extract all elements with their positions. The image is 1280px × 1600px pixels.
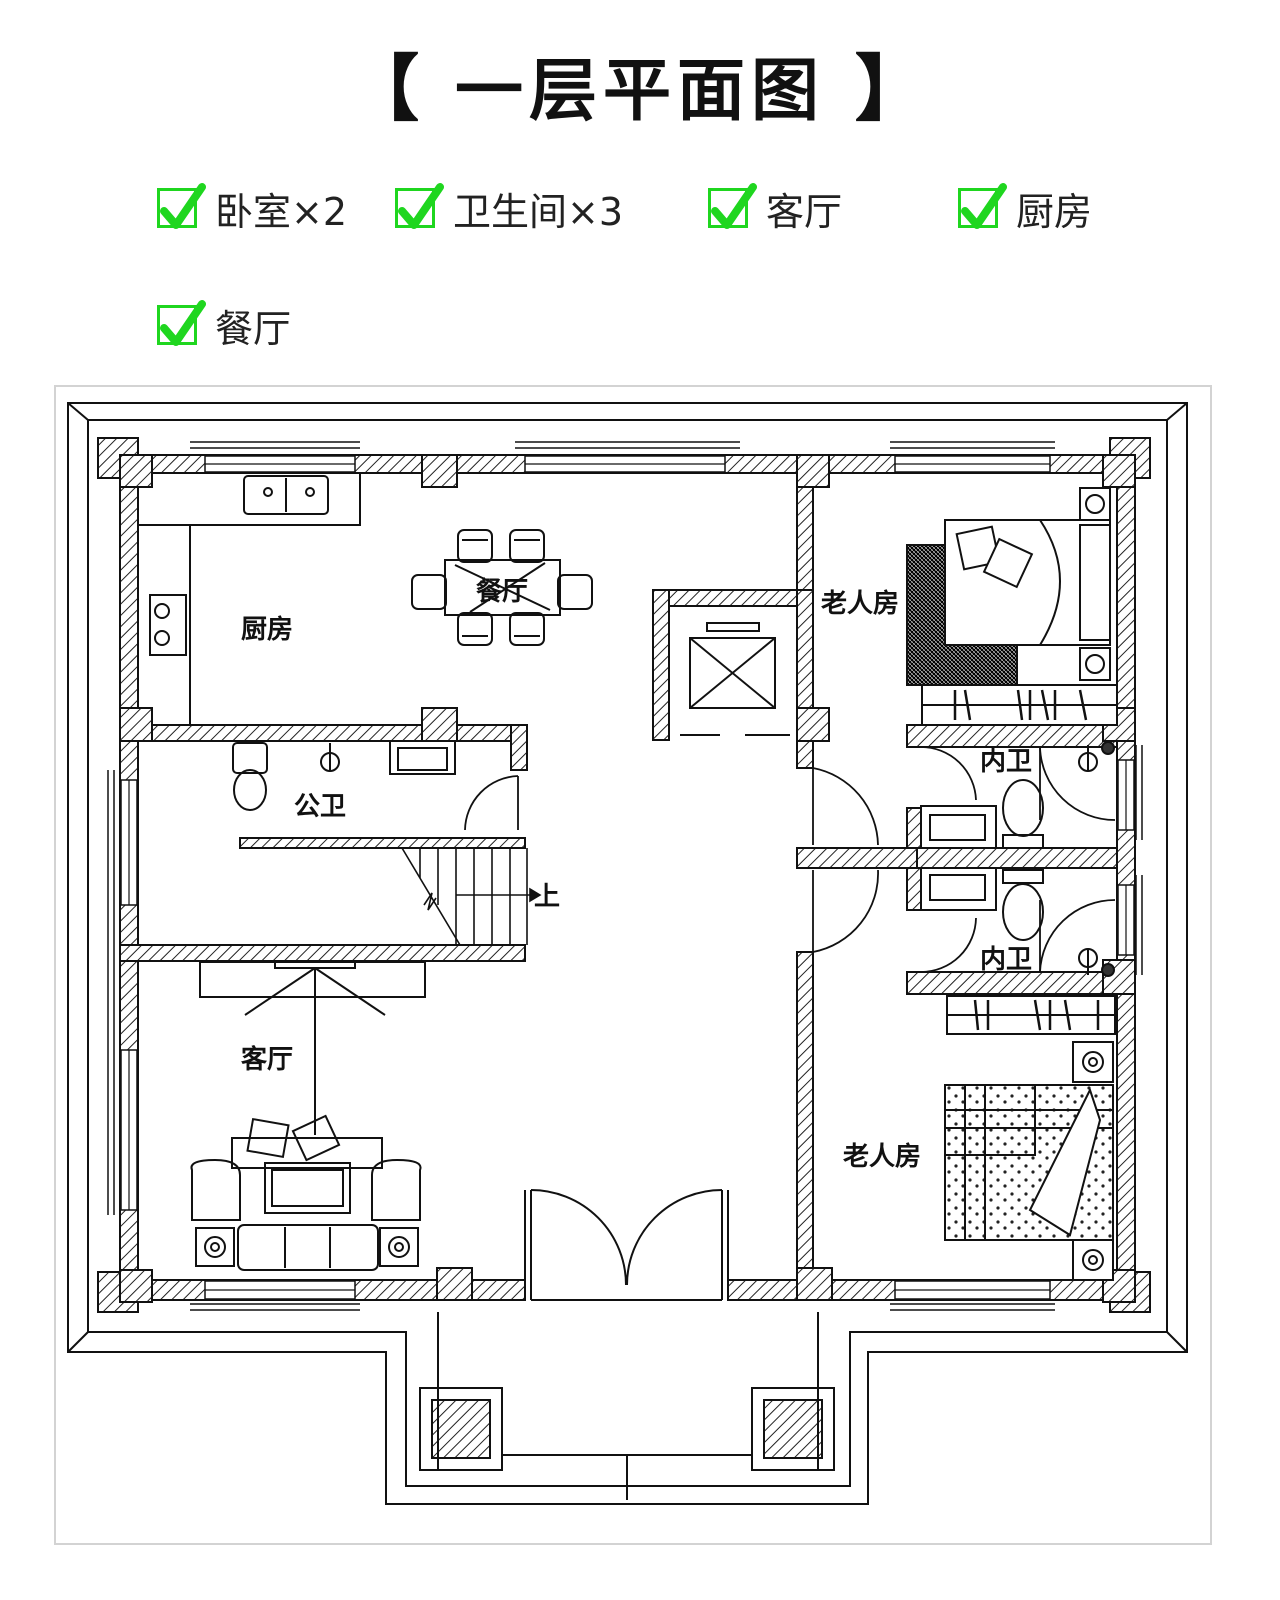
feature-item-bedroom: 卧室×2 — [157, 183, 348, 234]
floor-plan-frame — [54, 385, 1212, 1545]
feature-label: 卫生间×3 — [453, 189, 624, 234]
room-label-elder-room-top: 老人房 — [821, 589, 899, 619]
stairs — [401, 847, 542, 946]
feature-label: 卧室×2 — [215, 189, 348, 234]
room-label-dining: 餐厅 — [476, 577, 528, 607]
elder-room-bottom-furniture — [944, 995, 1116, 1281]
public-wc-fixtures — [232, 740, 456, 811]
checkmark-icon — [157, 300, 206, 346]
porch — [437, 1189, 819, 1500]
checkmark-icon — [157, 183, 206, 229]
feature-item-dining: 餐厅 — [157, 300, 292, 351]
living-room-furniture — [190, 961, 426, 1271]
interior-walls — [119, 472, 1118, 1281]
elder-room-top-furniture — [906, 487, 1118, 726]
columns — [97, 437, 1151, 1459]
feature-label: 厨房 — [1016, 189, 1093, 234]
title-left-bracket: 【 — [347, 47, 426, 131]
room-label-ensuite-top: 内卫 — [980, 747, 1032, 777]
room-label-kitchen: 厨房 — [241, 615, 293, 645]
room-label-living: 客厅 — [241, 1044, 293, 1075]
room-label-ensuite-bottom: 内卫 — [980, 945, 1032, 975]
ensuite-fixtures — [920, 741, 1115, 977]
feature-item-bathroom: 卫生间×3 — [395, 183, 624, 234]
window-glass — [128, 463, 1127, 1291]
checkmark-icon — [708, 183, 757, 229]
feature-label: 客厅 — [766, 189, 843, 234]
page-title: 【 一层平面图 】 — [0, 30, 1280, 135]
feature-item-kitchen: 厨房 — [958, 183, 1093, 234]
checkmark-icon — [958, 183, 1007, 229]
window-lines — [107, 441, 1143, 1311]
feature-item-living-room: 客厅 — [708, 183, 843, 234]
feature-label: 餐厅 — [215, 306, 292, 351]
plinth-outline — [67, 402, 1188, 1505]
title-right-bracket: 】 — [854, 47, 933, 131]
label-stairs-up: 上 — [534, 882, 560, 912]
dining-table — [411, 529, 593, 646]
doors — [464, 746, 1116, 973]
checkmark-icon — [395, 183, 444, 229]
elevator — [680, 622, 790, 736]
kitchen-counter — [138, 473, 361, 725]
room-label-public-wc: 公卫 — [294, 792, 346, 822]
room-label-elder-room-bottom: 老人房 — [843, 1142, 921, 1172]
title-text: 一层平面图 — [454, 52, 825, 131]
